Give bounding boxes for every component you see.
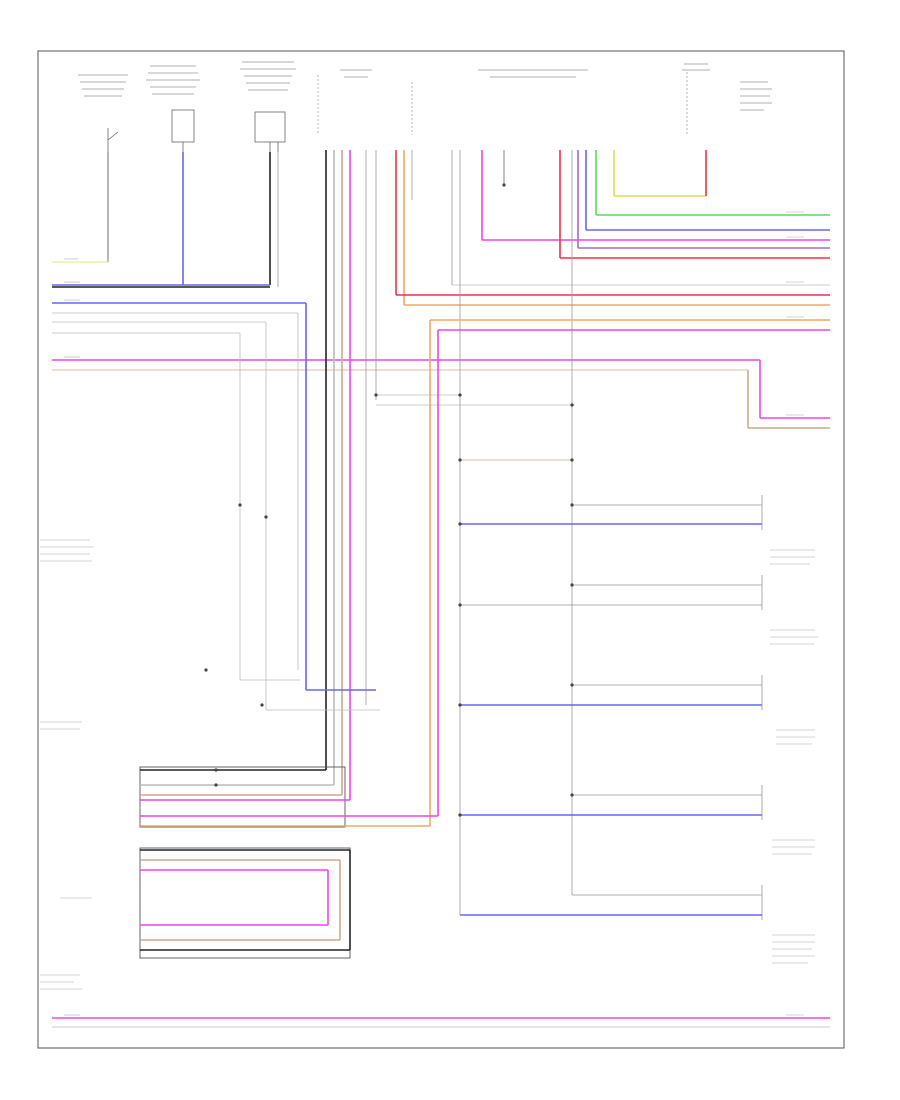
splice-dots bbox=[204, 183, 574, 817]
tiny-print bbox=[78, 61, 772, 111]
wires-bcm bbox=[429, 150, 830, 915]
wires-lower-left bbox=[140, 769, 438, 951]
wires-bottom bbox=[52, 1017, 830, 1028]
diagram-frame bbox=[37, 50, 845, 1049]
wires-right-modules bbox=[460, 459, 762, 916]
wires-top-left bbox=[52, 152, 760, 710]
wires-cluster bbox=[240, 150, 830, 800]
top-guides bbox=[317, 72, 688, 135]
wire-tiny-print bbox=[40, 211, 818, 1016]
top-left-components bbox=[107, 109, 286, 260]
